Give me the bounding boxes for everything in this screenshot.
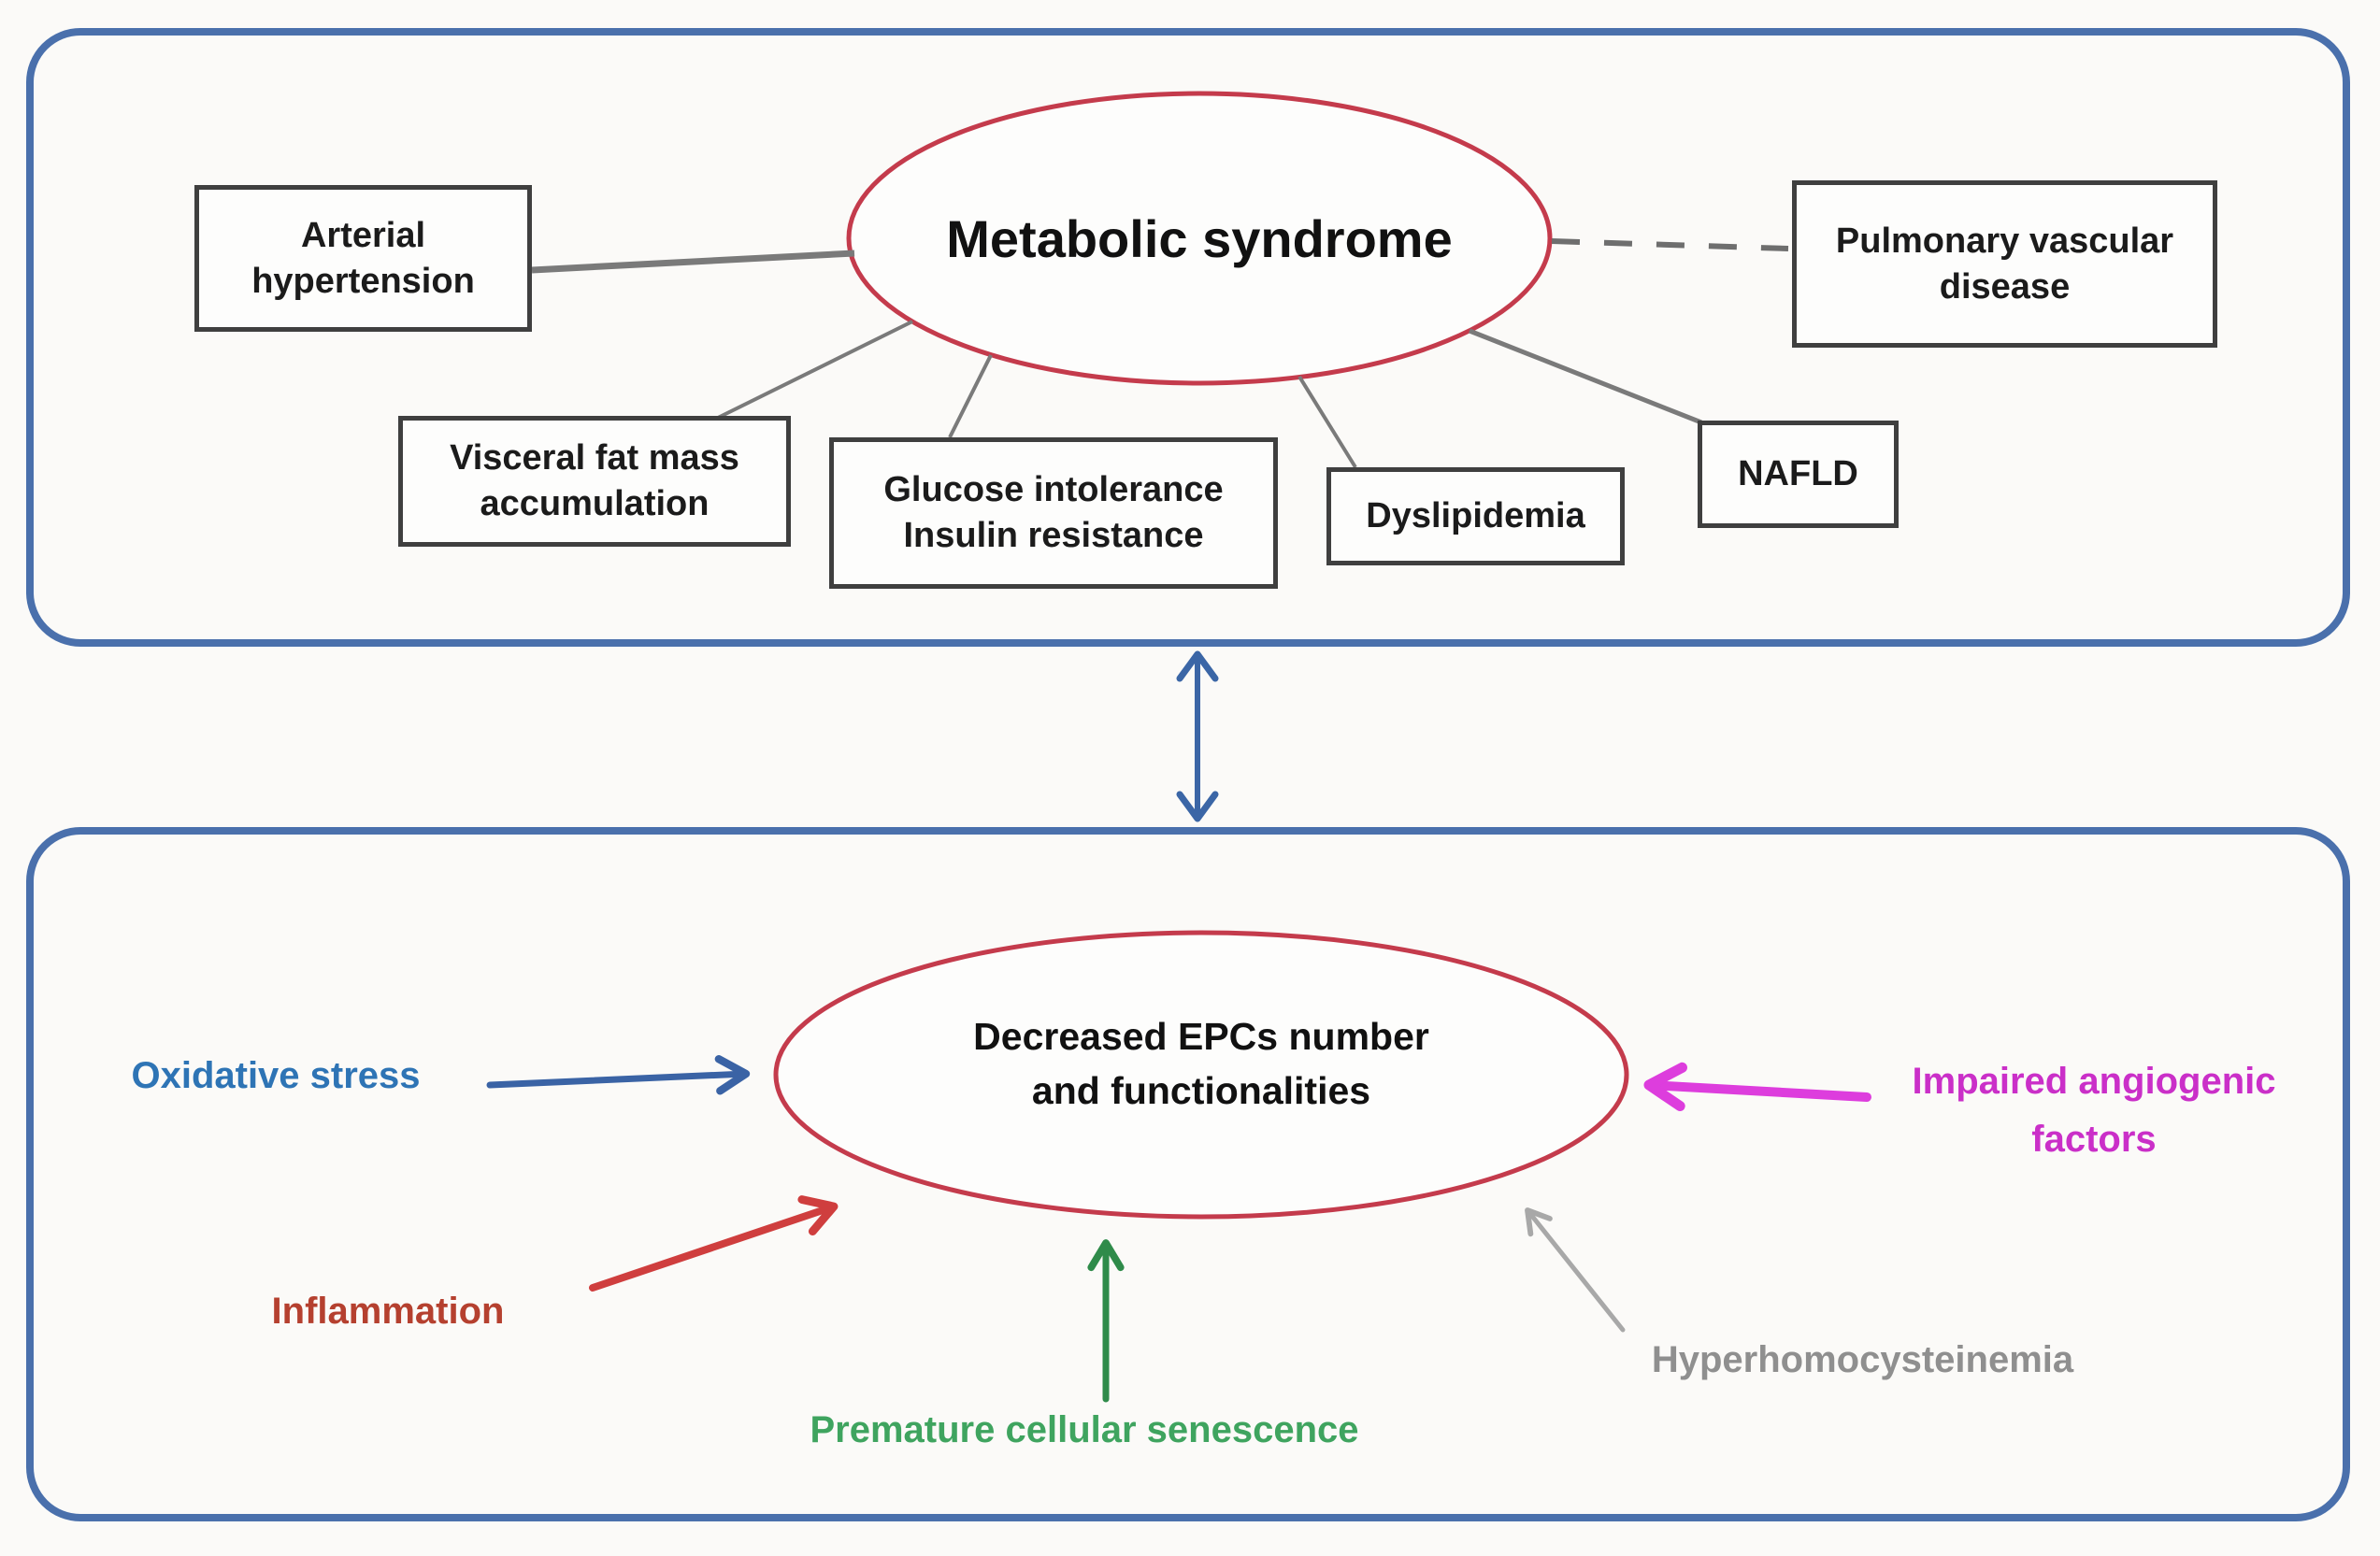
link-visceral <box>717 320 913 420</box>
box-arterial-hypertension: Arterial hypertension <box>194 185 532 332</box>
box-dyslipidemia: Dyslipidemia <box>1326 467 1625 565</box>
box-visceral-fat: Visceral fat mass accumulation <box>398 416 791 547</box>
inflammation-arrow <box>589 1195 839 1292</box>
epc-hub-ellipse <box>773 930 1629 1220</box>
link-pulmonary-dashed <box>1551 238 1789 251</box>
link-glucose <box>948 354 993 438</box>
epc-hub-label: Decreased EPCs number and functionalitie… <box>973 1015 1429 1112</box>
box-nafld-label: NAFLD <box>1738 454 1858 494</box>
box-visceral-fat-label: Visceral fat mass accumulation <box>450 438 739 523</box>
box-arterial-hypertension-label: Arterial hypertension <box>251 215 475 301</box>
link-arterial <box>531 250 855 274</box>
factor-premature-senescence: Premature cellular senescence <box>810 1409 1359 1450</box>
factor-inflammation: Inflammation <box>271 1291 505 1332</box>
box-dyslipidemia-label: Dyslipidemia <box>1366 496 1585 536</box>
metabolic-hub-label: Metabolic syndrome <box>946 208 1453 268</box>
box-glucose-insulin: Glucose intolerance Insulin resistance <box>829 437 1278 589</box>
box-nafld: NAFLD <box>1698 421 1899 528</box>
metabolic-hub-ellipse <box>846 91 1553 386</box>
factor-hyperhomocysteinemia: Hyperhomocysteinemia <box>1651 1339 2074 1380</box>
oxidative-arrow <box>486 1055 751 1095</box>
bottom-panel <box>26 827 2350 1521</box>
homocysteine-arrow <box>1525 1207 1626 1333</box>
panel-link-arrow-head-down <box>1176 791 1219 822</box>
box-pulmonary-vascular-label: Pulmonary vascular disease <box>1835 221 2174 307</box>
top-panel <box>26 28 2350 647</box>
link-nafld <box>1469 328 1702 425</box>
panel-link-arrow-head-up <box>1176 650 1219 682</box>
box-pulmonary-vascular: Pulmonary vascular disease <box>1792 180 2217 348</box>
link-dyslipidemia <box>1298 375 1357 469</box>
factor-oxidative-stress: Oxidative stress <box>131 1055 421 1096</box>
angiogenic-arrow <box>1643 1062 1871 1112</box>
box-glucose-insulin-label: Glucose intolerance Insulin resistance <box>883 470 1224 555</box>
factor-impaired-angiogenic: Impaired angiogenic factors <box>1912 1061 2276 1160</box>
